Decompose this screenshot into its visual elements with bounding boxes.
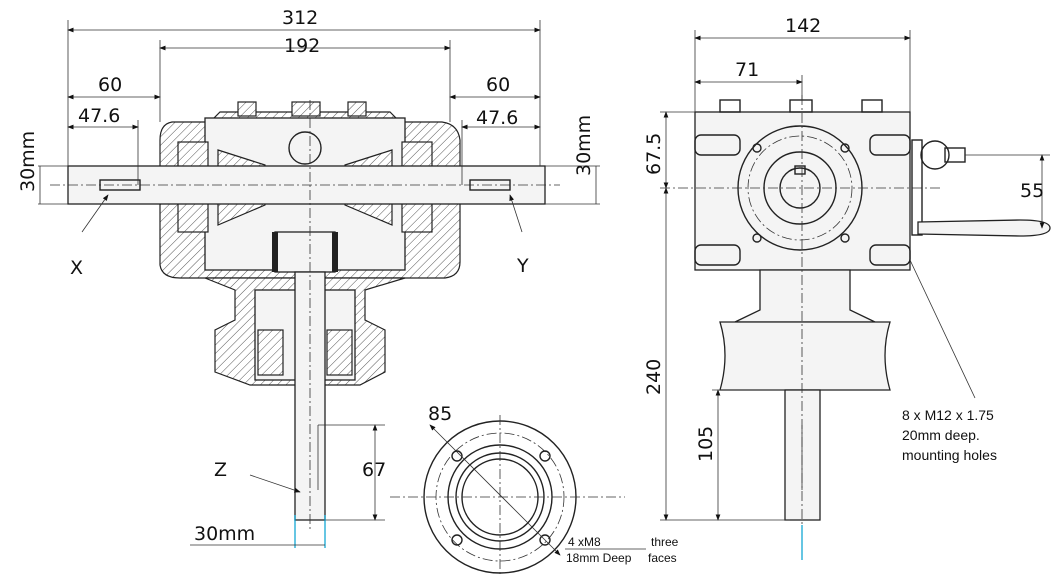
flange-view: 85 4 xM8 18mm Deep three faces (390, 403, 679, 577)
side-bowl (719, 321, 891, 391)
mounting-note-line3: mounting holes (902, 447, 997, 463)
lever-arm[interactable] (911, 139, 923, 236)
flange-note-line3: three (651, 535, 679, 549)
top-bolt-left (237, 101, 257, 117)
dim-105: 105 (695, 426, 717, 462)
dim-240: 240 (643, 359, 665, 395)
front-view (50, 100, 560, 530)
bolt-hole (451, 534, 463, 546)
dim-71: 71 (735, 59, 759, 81)
flange-note-line4: faces (648, 551, 677, 565)
input-gear-bore (288, 131, 322, 165)
dim-47-left: 47.6 (78, 105, 120, 127)
shaft-label-x: X (70, 257, 83, 279)
dim-30mm-right: 30mm (573, 115, 595, 176)
dim-312: 312 (282, 7, 318, 29)
mounting-note-line1: 8 x M12 x 1.75 (902, 407, 994, 423)
dim-192: 192 (284, 35, 320, 57)
shaft-label-z: Z (214, 459, 227, 481)
side-neck (734, 269, 876, 323)
shaft-label-y: Y (516, 255, 529, 277)
dim-55: 55 (1020, 180, 1044, 202)
front-dimensions: 312 192 60 60 47.6 47.6 30mm 30mm X Y Z … (17, 7, 600, 548)
dim-30mm-left: 30mm (17, 131, 39, 192)
flange-note-line2: 18mm Deep (566, 551, 632, 565)
top-bolt-right (347, 101, 367, 117)
dim-67-5: 67.5 (643, 133, 665, 175)
mounting-note-line2: 20mm deep. (902, 427, 980, 443)
pinion (274, 231, 336, 273)
dim-47-right: 47.6 (476, 107, 518, 129)
side-housing (694, 111, 911, 271)
lever-handle[interactable] (917, 219, 1051, 237)
flange-note-line1: 4 xM8 (568, 535, 601, 549)
shaft-bore (779, 167, 821, 209)
dim-60-right: 60 (486, 74, 510, 96)
dim-67: 67 (362, 459, 386, 481)
dim-142: 142 (785, 15, 821, 37)
dim-60-left: 60 (98, 74, 122, 96)
dim-30mm-z: 30mm (194, 523, 255, 545)
side-dimensions: 142 71 67.5 240 105 55 8 x M12 x 1.75 20… (643, 15, 1050, 521)
side-view (660, 95, 1051, 560)
bolt-hole (539, 450, 551, 462)
top-plug (291, 101, 321, 117)
dim-85: 85 (428, 403, 452, 425)
side-output-shaft (784, 389, 821, 521)
